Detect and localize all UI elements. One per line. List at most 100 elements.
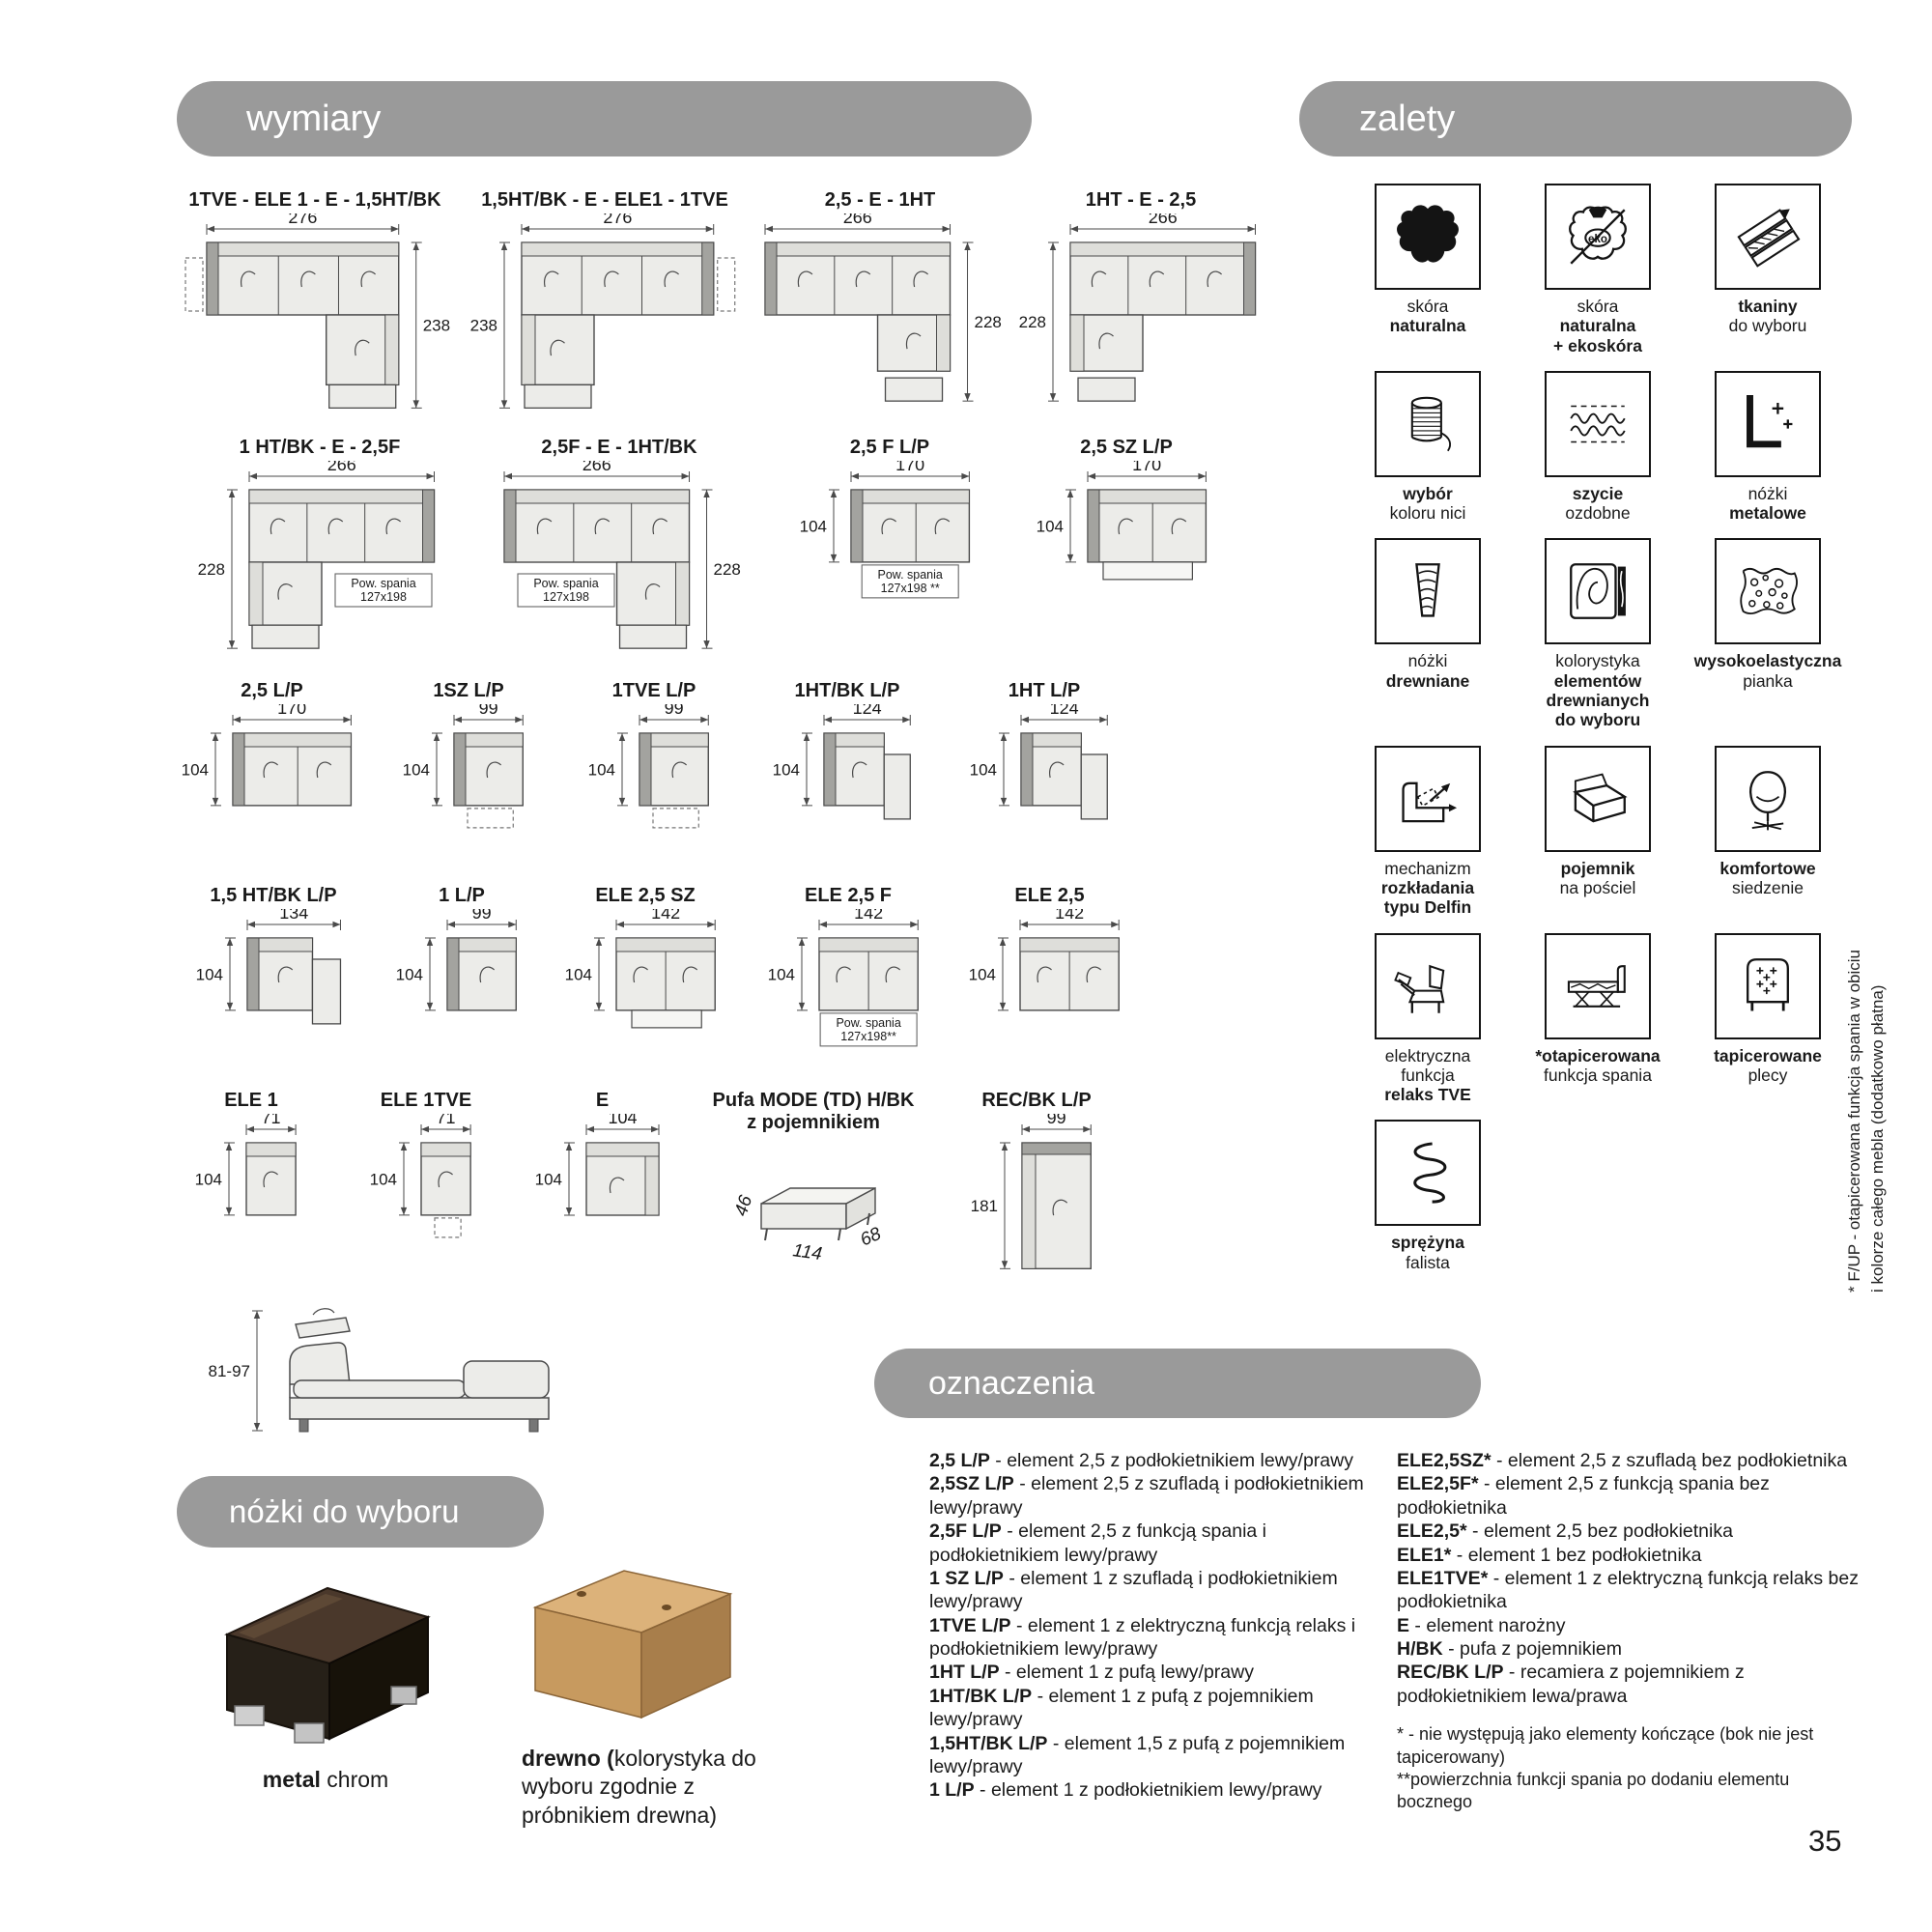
svg-text:124: 124 — [853, 704, 882, 718]
svg-text:228: 228 — [714, 560, 741, 579]
diagram-label: 1HT/BK L/P — [794, 680, 900, 701]
svg-text:104: 104 — [969, 965, 996, 983]
designation-ele1: ELE1* - element 1 bez podłokietnika — [1397, 1544, 1702, 1566]
svg-text:Pow. spania: Pow. spania — [836, 1016, 900, 1030]
wave-spring-icon — [1375, 1120, 1481, 1227]
comfort-seat-icon — [1715, 745, 1821, 852]
svg-text:Pow. spania: Pow. spania — [877, 568, 942, 582]
diagram-label: 2,5 SZ L/P — [1080, 437, 1173, 458]
electric-relax-icon — [1375, 932, 1481, 1039]
designation-1-5ht-bk-l-p: 1,5HT/BK L/P - element 1,5 z pufą z poje… — [929, 1732, 1346, 1777]
diagram-label: 2,5 - E - 1HT — [824, 189, 936, 211]
svg-text:114: 114 — [791, 1240, 823, 1264]
side-footnote: * F/UP - otapicerowana funkcja spania w … — [1845, 950, 1887, 1293]
svg-text:104: 104 — [182, 760, 209, 779]
diagram-label: REC/BK L/P — [981, 1090, 1092, 1111]
svg-text:71: 71 — [437, 1114, 456, 1127]
svg-text:142: 142 — [651, 909, 680, 923]
svg-text:238: 238 — [422, 317, 449, 335]
metal-legs-icon — [1715, 370, 1821, 477]
svg-text:99: 99 — [1047, 1114, 1066, 1127]
stitching-icon — [1545, 370, 1651, 477]
oznaczenia-section-header: oznaczenia — [874, 1349, 1481, 1418]
zalety-section-header: zalety — [1299, 81, 1852, 156]
svg-text:104: 104 — [608, 1114, 637, 1127]
svg-text:228: 228 — [198, 560, 225, 579]
diagram-label: 1HT - E - 2,5 — [1085, 189, 1197, 211]
designation-1tve-l-p: 1TVE L/P - element 1 z elektryczną funkc… — [929, 1614, 1356, 1660]
legs-section-header: nóżki do wyboru — [177, 1476, 544, 1548]
svg-text:104: 104 — [1036, 517, 1063, 535]
svg-text:104: 104 — [799, 517, 826, 535]
diagram-ele-2-5: ELE 2,5 142 104 — [951, 885, 1149, 1025]
diagram-label: ELE 2,5 — [1014, 885, 1085, 906]
svg-text:Pow. spania: Pow. spania — [352, 577, 416, 590]
diagram-label: ELE 2,5 F — [804, 885, 893, 906]
svg-text:142: 142 — [1055, 909, 1084, 923]
designation-e: E - element narożny — [1397, 1614, 1566, 1636]
wymiary-title: wymiary — [246, 98, 382, 139]
svg-text:104: 104 — [370, 1170, 397, 1188]
designation-2-5f-l-p: 2,5F L/P - element 2,5 z funkcją spania … — [929, 1520, 1267, 1566]
diagram-drawing: 104 104 — [532, 1108, 672, 1230]
leather-icon — [1375, 184, 1481, 290]
diagram-label: ELE 1TVE — [380, 1090, 472, 1111]
designations-column-left: 2,5 L/P - element 2,5 z podłokietnikiem … — [929, 1449, 1376, 1814]
svg-text:127x198**: 127x198** — [840, 1030, 896, 1043]
svg-text:127x198: 127x198 — [543, 590, 589, 604]
wood-color-icon — [1545, 538, 1651, 645]
designation-1-l-p: 1 L/P - element 1 z podłokietnikiem lewy… — [929, 1779, 1322, 1802]
svg-text:Pow. spania: Pow. spania — [534, 577, 599, 590]
diagram-label: 1 HT/BK - E - 2,5F — [239, 437, 401, 458]
upholstered-back-icon — [1715, 932, 1821, 1039]
diagram-label: 1SZ L/P — [433, 680, 504, 701]
svg-text:276: 276 — [603, 213, 632, 227]
svg-text:266: 266 — [1149, 213, 1178, 227]
svg-text:104: 104 — [535, 1171, 562, 1189]
svg-text:181: 181 — [971, 1197, 998, 1215]
designation-1ht-l-p: 1HT L/P - element 1 z pufą lewy/prawy — [929, 1662, 1254, 1684]
svg-text:104: 104 — [565, 965, 592, 983]
svg-text:266: 266 — [327, 461, 356, 474]
bedding-container-icon — [1545, 745, 1651, 852]
svg-text:46: 46 — [731, 1193, 757, 1219]
diagram-label: 2,5F - E - 1HT/BK — [541, 437, 697, 458]
designation-2-5-l-p: 2,5 L/P - element 2,5 z podłokietnikiem … — [929, 1450, 1353, 1471]
svg-text:266: 266 — [843, 213, 872, 227]
diagram-label: Pufa MODE (TD) H/BK z pojemnikiem — [712, 1090, 915, 1133]
